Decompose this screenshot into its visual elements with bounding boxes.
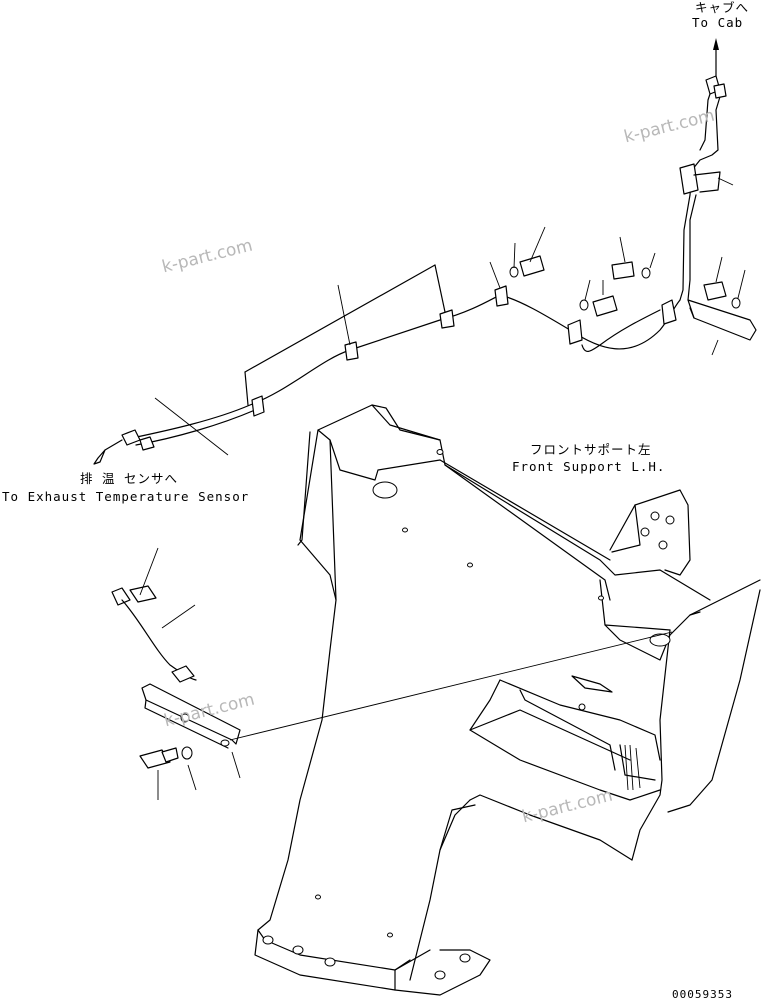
front-support-label-jp: フロントサポート左 — [530, 442, 652, 457]
exhaust-sensor-label-en: To Exhaust Temperature Sensor — [2, 489, 250, 504]
sensor-harness — [93, 38, 757, 465]
to-cab-label-jp: キャブへ — [695, 0, 750, 15]
front-support-label-en: Front Support L.H. — [512, 459, 666, 474]
bolts-upper — [509, 255, 741, 317]
lower-sensor-assembly — [111, 547, 673, 800]
drawing-number: 00059353 — [672, 988, 733, 1001]
exhaust-sensor-label-jp: 排 温 センサへ — [80, 471, 179, 486]
front-support-frame — [254, 404, 761, 996]
leader-lines-upper — [154, 177, 746, 456]
to-cab-label-en: To Cab — [692, 15, 744, 30]
